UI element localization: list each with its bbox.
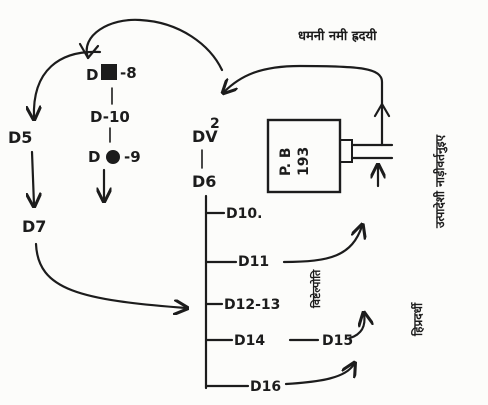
node-dv: DV xyxy=(192,127,218,146)
node-d9-letter: D xyxy=(88,148,100,166)
pb-terminal xyxy=(339,139,353,163)
annotation-mid-vertical: विष्टेल्पोति xyxy=(309,269,323,309)
arrow-to-d5 xyxy=(34,50,102,118)
node-2: 2 xyxy=(210,116,220,132)
node-d5: D5 xyxy=(8,128,32,147)
pb-label-line1: P. B xyxy=(278,147,294,176)
return-arrowhead xyxy=(373,102,391,118)
pb-label-line2: 193 xyxy=(296,147,312,176)
node-d7: D7 xyxy=(22,217,46,236)
node-d16: D16 xyxy=(250,379,281,395)
annotation-right-group: उत्पादेशी नाड़ीवर्तनुइए xyxy=(433,133,448,229)
arrowhead-top-left xyxy=(78,42,100,60)
arrow-d11-up xyxy=(282,226,362,264)
annotation-mid-group: विष्टेल्पोति xyxy=(309,269,323,309)
node-d8-number: -8 xyxy=(120,64,137,82)
annotation-lower-right-vertical: हिप्रदर्धी xyxy=(411,302,425,337)
node-d15: D15 xyxy=(322,333,353,349)
arrow-d15-up xyxy=(348,314,364,340)
node-d8-letter: D xyxy=(86,66,98,84)
node-d10-left: D-10 xyxy=(90,108,130,126)
annotation-lower-right-group: हिप्रदर्धी xyxy=(411,302,425,337)
node-d10-right: D10. xyxy=(226,206,262,222)
scribble-mark xyxy=(101,64,117,80)
scribble-dot xyxy=(106,150,120,164)
loop-arrow-top xyxy=(85,18,224,72)
arrow-d5-d7 xyxy=(32,150,34,205)
node-d6: D6 xyxy=(192,172,216,191)
return-line xyxy=(224,64,384,147)
node-d9-number: -9 xyxy=(124,148,141,166)
pb-label-group: P. B 193 xyxy=(278,147,312,176)
node-d11: D11 xyxy=(238,254,269,270)
node-d14: D14 xyxy=(234,333,265,349)
node-d12-13: D12-13 xyxy=(224,297,280,313)
annotation-top-right: धमनी नमी ह्रदयी xyxy=(298,28,377,44)
arrow-d7-d12 xyxy=(34,242,186,308)
annotation-right-vertical: उत्पादेशी नाड़ीवर्तनुइए xyxy=(433,133,448,229)
arrow-d16-right xyxy=(284,364,354,386)
